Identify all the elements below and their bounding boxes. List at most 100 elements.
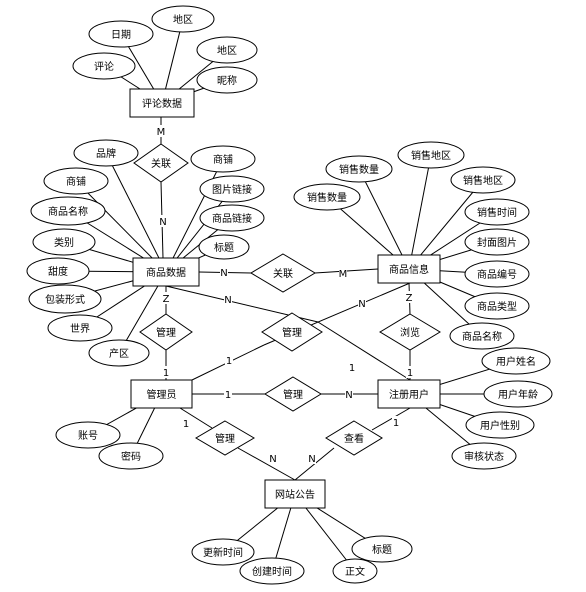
attribute-ellipse bbox=[332, 558, 378, 584]
attribute-label: 用户姓名 bbox=[496, 355, 536, 368]
attribute-label: 商品类型 bbox=[477, 300, 517, 313]
cardinality-bg bbox=[405, 291, 413, 303]
cardinality-bg bbox=[358, 297, 366, 309]
cardinality-bg bbox=[157, 125, 165, 137]
attribute-ellipse bbox=[190, 145, 256, 173]
relationship-label: 查看 bbox=[344, 432, 364, 445]
attribute-ellipse bbox=[98, 442, 164, 470]
attribute-label: 标题 bbox=[214, 242, 234, 254]
attribute-ellipse bbox=[196, 66, 258, 94]
relationship-diamond bbox=[325, 420, 383, 456]
attribute-ellipse bbox=[464, 198, 530, 226]
attribute-info-6: 商品编号 bbox=[464, 260, 530, 288]
attribute-product-10: 世界 bbox=[47, 314, 113, 342]
attribute-label: 品牌 bbox=[96, 147, 116, 160]
attribute-product-9: 包装形式 bbox=[28, 284, 102, 314]
attribute-label: 商品名称 bbox=[48, 205, 88, 218]
attribute-label: 审核状态 bbox=[464, 450, 504, 463]
attribute-comment-0: 日期 bbox=[88, 20, 154, 48]
attribute-label: 销售时间 bbox=[477, 206, 517, 219]
attribute-link bbox=[165, 158, 224, 273]
attribute-ellipse bbox=[30, 196, 106, 226]
attribute-comment-4: 昵称 bbox=[196, 66, 258, 94]
cardinality-bg bbox=[345, 388, 353, 400]
attribute-ellipse bbox=[198, 234, 250, 260]
attribute-product-7: 标题 bbox=[198, 234, 250, 260]
cardinality-label: 1 bbox=[163, 368, 169, 379]
entity-label: 商品信息 bbox=[389, 263, 429, 276]
relationship-r-admin-user: 管理 1 N bbox=[224, 376, 353, 412]
attribute-ellipse bbox=[464, 228, 530, 256]
entity-product: 商品数据 bbox=[132, 257, 200, 287]
relationship-label: 浏览 bbox=[400, 326, 420, 339]
attribute-admin-1: 密码 bbox=[98, 442, 164, 470]
attribute-ellipse bbox=[464, 260, 530, 288]
attribute-user-3: 审核状态 bbox=[451, 442, 517, 470]
cardinality-bg bbox=[348, 361, 356, 373]
entity-box bbox=[132, 257, 200, 287]
attribute-label: 评论 bbox=[94, 60, 114, 73]
attribute-product-8: 甜度 bbox=[26, 257, 90, 285]
cardinality-bg bbox=[225, 354, 233, 366]
attribute-comment-2: 评论 bbox=[72, 52, 136, 80]
entity-box bbox=[130, 379, 193, 409]
cardinality-label: 1 bbox=[225, 390, 231, 401]
attribute-product-3: 商品名称 bbox=[30, 196, 106, 226]
attribute-info-3: 销售地区 bbox=[450, 166, 516, 194]
attribute-label: 账号 bbox=[78, 430, 98, 442]
cardinality-bg bbox=[308, 452, 316, 464]
attribute-ellipse bbox=[451, 442, 517, 470]
node-layer: 日期地区评论地区昵称品牌商铺商铺商品名称图片链接商品链接类别标题甜度包装形式世界… bbox=[26, 5, 553, 585]
cardinality-label: 1 bbox=[226, 356, 232, 367]
cardinality-label: N bbox=[345, 390, 352, 401]
relationship-label: 管理 bbox=[282, 326, 302, 339]
attribute-user-1: 用户年龄 bbox=[483, 380, 553, 408]
attribute-ellipse bbox=[73, 139, 139, 167]
entity-label: 管理员 bbox=[147, 388, 177, 401]
cardinality-label: N bbox=[224, 295, 231, 306]
attribute-label: 包装形式 bbox=[45, 293, 85, 306]
entity-box bbox=[264, 479, 326, 509]
cardinality-label: N bbox=[220, 268, 227, 279]
attribute-ellipse bbox=[397, 141, 465, 169]
attribute-notice-3: 标题 bbox=[351, 535, 413, 563]
attribute-link bbox=[408, 179, 484, 270]
cardinality-label: N bbox=[269, 454, 276, 465]
attribute-product-5: 商品链接 bbox=[199, 204, 265, 232]
cardinality-label: M bbox=[157, 127, 166, 138]
cardinality-bg bbox=[339, 267, 347, 279]
entity-box bbox=[129, 88, 195, 118]
attribute-ellipse bbox=[483, 380, 553, 408]
attribute-ellipse bbox=[26, 257, 90, 285]
attribute-label: 销售数量 bbox=[339, 163, 379, 176]
relationship-diamond bbox=[264, 376, 322, 412]
attribute-info-7: 商品类型 bbox=[464, 292, 530, 320]
attribute-ellipse bbox=[32, 228, 96, 256]
attribute-info-4: 销售时间 bbox=[464, 198, 530, 226]
attribute-label: 产区 bbox=[109, 347, 129, 360]
attribute-label: 创建时间 bbox=[252, 565, 292, 578]
attribute-link bbox=[105, 152, 167, 273]
attribute-label: 用户年龄 bbox=[498, 388, 538, 401]
attribute-label: 商铺 bbox=[213, 153, 233, 166]
entity-box bbox=[377, 379, 441, 409]
attribute-label: 商铺 bbox=[66, 175, 86, 188]
attribute-notice-1: 创建时间 bbox=[239, 557, 305, 585]
attribute-label: 用户性别 bbox=[480, 419, 520, 432]
attribute-ellipse bbox=[325, 155, 393, 183]
entity-box bbox=[377, 254, 441, 284]
entity-label: 网站公告 bbox=[275, 488, 315, 501]
attribute-label: 封面图片 bbox=[477, 236, 517, 249]
attribute-ellipse bbox=[43, 167, 109, 195]
attribute-user-2: 用户性别 bbox=[465, 411, 535, 439]
relationship-label: 管理 bbox=[283, 388, 303, 401]
entity-notice: 网站公告 bbox=[264, 479, 326, 509]
attribute-ellipse bbox=[151, 5, 215, 33]
attribute-ellipse bbox=[465, 411, 535, 439]
attribute-info-8: 商品名称 bbox=[449, 322, 515, 350]
